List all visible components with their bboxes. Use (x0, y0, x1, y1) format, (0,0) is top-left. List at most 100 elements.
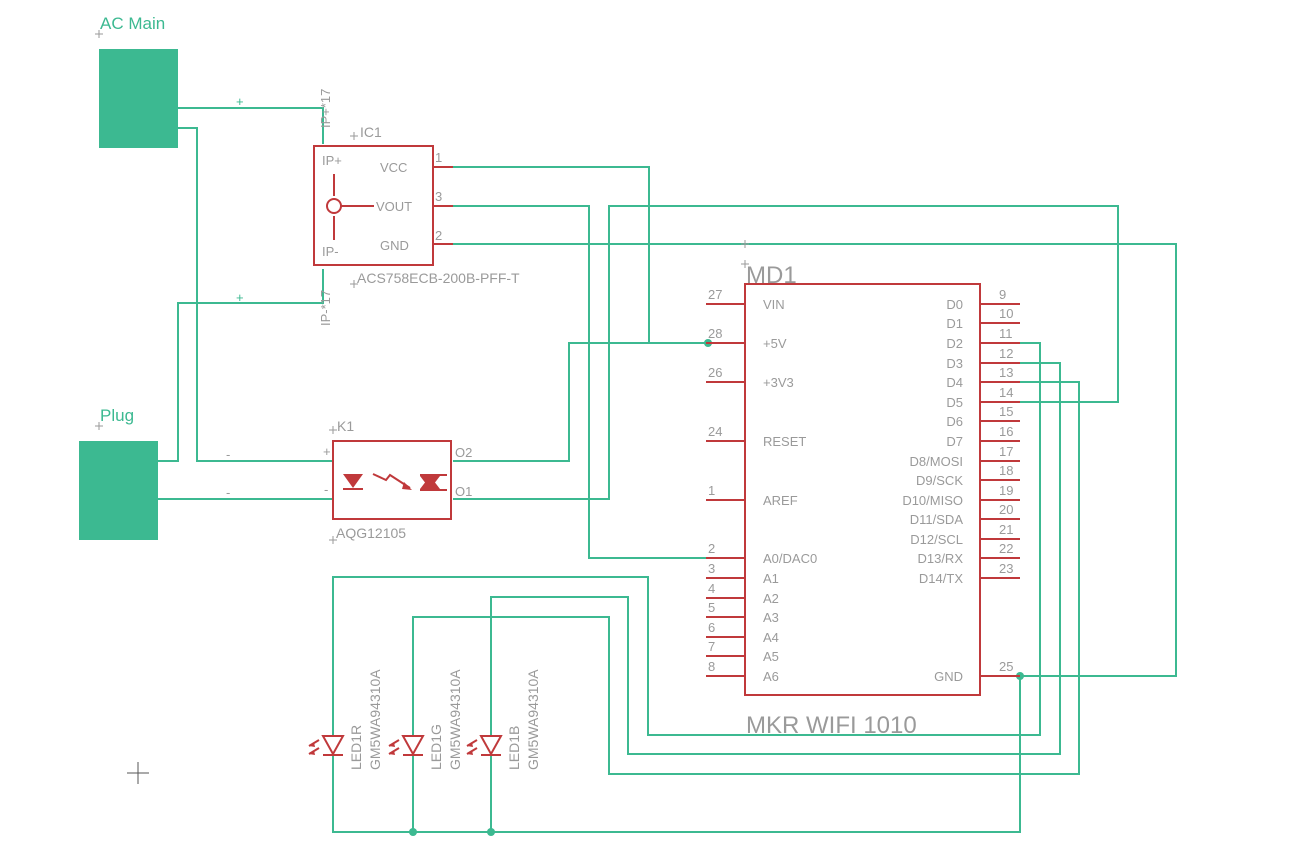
ic1-name: IC1 (360, 124, 382, 140)
ac-main-pad-shape[interactable] (99, 49, 178, 148)
md1-pin-a4[interactable]: 6A4 (706, 620, 779, 645)
ic1-value: ACS758ECB-200B-PFF-T (357, 270, 520, 286)
junctions (409, 339, 1024, 836)
ac-main-pad[interactable]: AC Main + (95, 14, 244, 148)
md1-pin-label: D10/MISO (902, 493, 963, 508)
wire-ac-main-to-ip-plus[interactable] (178, 107, 324, 144)
md1-pin-label: A5 (763, 649, 779, 664)
md1-pin-label: D14/TX (919, 571, 963, 586)
md1-pin-a3[interactable]: 5A3 (706, 600, 779, 625)
wire-plug-to-ip-minus[interactable] (158, 269, 324, 462)
ic1-pin-ip-plus: IP+ (322, 153, 342, 168)
origin-crosshair-icon (127, 762, 149, 784)
led-r-diode-icon (321, 735, 345, 757)
wire-d3-to-led-g[interactable] (490, 362, 1061, 755)
md1-pin-number: 4 (708, 581, 715, 596)
md1-pin-label: D4 (946, 375, 963, 390)
led-g[interactable]: LED1G GM5WA94310A (388, 669, 463, 770)
md1-pin-number: 9 (999, 287, 1006, 302)
k1-body[interactable] (332, 440, 452, 520)
md1-pin-a5[interactable]: 7A5 (706, 639, 779, 664)
md1-pin-label: AREF (763, 493, 798, 508)
wire-leds-to-gnd[interactable] (332, 676, 1021, 833)
md1-body[interactable] (744, 283, 981, 696)
led-r[interactable]: LED1R GM5WA94310A (308, 669, 383, 770)
led-b-name: LED1B (506, 726, 522, 770)
md1-pin-number: 13 (999, 365, 1013, 380)
led-r-name: LED1R (348, 725, 364, 770)
md1-pin-number: 15 (999, 404, 1013, 419)
k1-part[interactable]: + - O2 O1 K1 AQG12105 (323, 418, 472, 544)
md1-part[interactable]: 27VIN28+5V26+3V324RESET1AREF2A0/DAC03A14… (706, 240, 1020, 739)
md1-pin-number: 10 (999, 306, 1013, 321)
md1-pin-number: 16 (999, 424, 1013, 439)
ic1-pin-gnd: GND (380, 238, 409, 253)
md1-pin-number: 6 (708, 620, 715, 635)
md1-right-pins: 9D010D111D212D313D414D515D616D717D8/MOSI… (902, 287, 1020, 684)
md1-pin--5v[interactable]: 28+5V (706, 326, 787, 351)
md1-pin-label: VIN (763, 297, 785, 312)
md1-pin-label: D11/SDA (910, 512, 964, 527)
md1-pin--3v3[interactable]: 26+3V3 (706, 365, 794, 390)
md1-pin-a6[interactable]: 8A6 (706, 659, 779, 684)
plug-pad-shape[interactable] (79, 441, 158, 540)
ic1-part[interactable]: IP+ IP- VCC VOUT GND 1 3 2 IC1 ACS758ECB… (313, 89, 520, 326)
wire-ac-main-to-k1-plus[interactable] (178, 127, 333, 462)
md1-pin-number: 2 (708, 541, 715, 556)
md1-pin-d0[interactable]: 9D0 (946, 287, 1020, 312)
md1-pin-number: 18 (999, 463, 1013, 478)
md1-pin-a1[interactable]: 3A1 (706, 561, 779, 586)
md1-pin-a0-dac0[interactable]: 2A0/DAC0 (706, 541, 817, 566)
led-g-diode-icon (401, 735, 425, 757)
led-g-name: LED1G (428, 724, 444, 770)
ac-main-polarity: + (236, 94, 244, 109)
k1-light-arrow-icon (372, 473, 411, 489)
md1-pin-label: D1 (946, 316, 963, 331)
plug-polarity-plus: + (236, 290, 244, 305)
wire-vcc-to-5v[interactable] (453, 166, 745, 344)
ic1-pin-num-2: 2 (435, 228, 442, 243)
led-b-value: GM5WA94310A (525, 669, 541, 770)
junction-led-g (409, 828, 417, 836)
md1-pin-label: A1 (763, 571, 779, 586)
md1-pin-a2[interactable]: 4A2 (706, 581, 779, 606)
wire-vout-to-a0[interactable] (453, 205, 745, 559)
wire-d2-to-led-r[interactable] (332, 342, 1041, 736)
wire-k1-o2-to-5v[interactable] (453, 342, 708, 462)
plug-polarity-minus-2: - (226, 485, 230, 500)
led-b[interactable]: LED1B GM5WA94310A (466, 669, 541, 770)
wire-ic1-gnd-to-md1-gnd[interactable] (453, 243, 1177, 677)
plug-pad[interactable]: Plug + - - (79, 290, 244, 540)
md1-pin-label: RESET (763, 434, 806, 449)
ic1-pin-num-3: 3 (435, 189, 442, 204)
md1-pin-number: 28 (708, 326, 722, 341)
md1-pin-label: D7 (946, 434, 963, 449)
md1-pin-label: A3 (763, 610, 779, 625)
ic1-tag-top: IP+*17 (318, 89, 333, 128)
led-g-value: GM5WA94310A (447, 669, 463, 770)
md1-pin-number: 7 (708, 639, 715, 654)
wire-d4-to-led-b[interactable] (412, 381, 1080, 775)
md1-pin-number: 27 (708, 287, 722, 302)
md1-pin-label: A6 (763, 669, 779, 684)
wire-k1-o1-to-d5[interactable] (453, 205, 1119, 500)
